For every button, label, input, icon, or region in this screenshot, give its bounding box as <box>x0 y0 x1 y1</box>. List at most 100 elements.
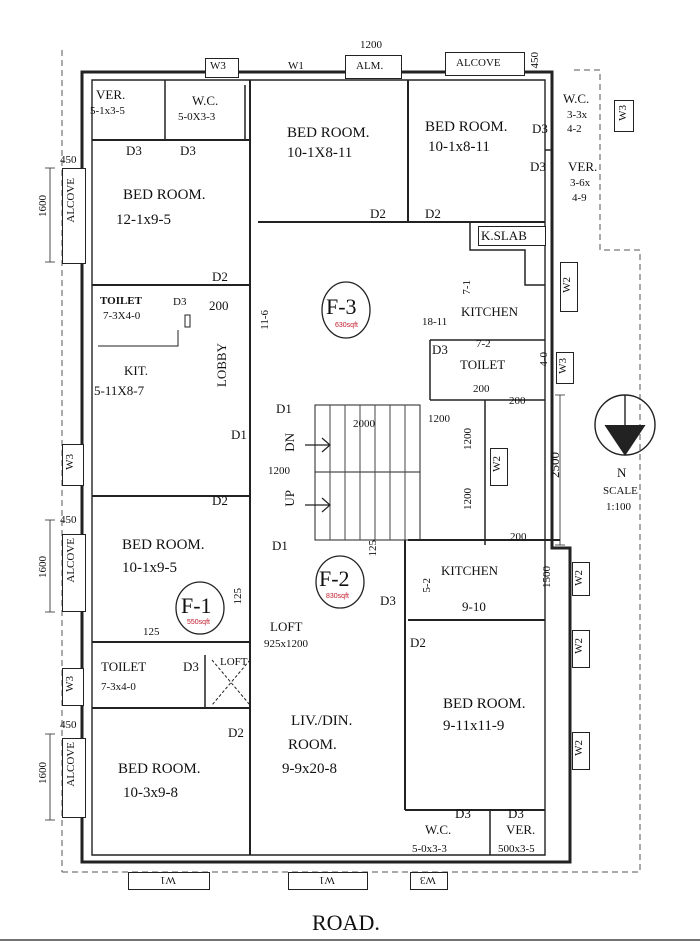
flat-f1-id: F-1 <box>181 593 212 618</box>
dim-125-b: 125 <box>143 626 160 638</box>
dim-2000: 2000 <box>353 418 375 430</box>
toilet-left-lower-name: TOILET <box>101 659 147 674</box>
wall-g <box>92 495 250 709</box>
window-w2-f3-label: W2 <box>561 277 573 293</box>
dim-1600-left-1: 1600 <box>37 195 49 217</box>
alcove-left-upper-label: ALCOVE <box>65 178 77 223</box>
alcove-left-mid-label: ALCOVE <box>65 538 77 583</box>
kitchen-f2-size2: 5-2 <box>421 578 433 593</box>
wall-e <box>545 80 553 222</box>
north-letter: N <box>617 465 627 480</box>
kitchen-f2-size: 9-10 <box>462 599 486 614</box>
wc-top-right-name: W.C. <box>563 91 590 106</box>
bed-left-lower-size: 10-3x9-8 <box>123 785 178 801</box>
door-d3-j: D3 <box>508 806 524 821</box>
door-d1-b: D1 <box>231 427 247 442</box>
bed-top-right-size: 10-1x8-11 <box>428 139 490 155</box>
kslab-box <box>478 226 546 246</box>
liv-din-name: LIV./DIN. <box>291 713 353 729</box>
dim-1500: 1500 <box>541 566 553 588</box>
toilet-f3-size: 7-2 <box>476 338 491 350</box>
window-w1-bottom-b-label: W1 <box>319 874 335 886</box>
window-w2-f3-box <box>560 262 578 312</box>
door-d3-i: D3 <box>455 806 471 821</box>
lobby-label: LOBBY <box>214 343 229 388</box>
kitchen-f3-size: 18-11 <box>422 316 448 328</box>
dim-450-left-3: 450 <box>60 719 77 731</box>
door-d3-h: D3 <box>183 659 199 674</box>
dim-line-right <box>555 394 565 546</box>
dim-125-a: 125 <box>232 588 244 605</box>
kitchen-f3-name: KITCHEN <box>461 304 519 319</box>
door-d3-g: D3 <box>380 593 396 608</box>
alcove-left-upper-box <box>62 168 86 264</box>
ver-top-right-size2: 4-9 <box>572 192 587 204</box>
kitchen-f2-name: KITCHEN <box>441 563 499 578</box>
toilet-left-lower-size: 7-3x4-0 <box>101 681 136 693</box>
north-arrow-head <box>604 424 646 456</box>
window-w2-kitchen-label: W2 <box>573 570 585 586</box>
flat-f2-area: 830sqft <box>326 593 349 600</box>
toilet-left-upper-name: TOILET <box>100 295 142 307</box>
stair-down-label: DN <box>282 433 297 452</box>
window-w3-right-box <box>614 100 634 132</box>
window-w2-bed-b-box <box>572 732 590 770</box>
window-w1-bottom-b-box <box>288 872 368 890</box>
wc-bottom-name: W.C. <box>425 822 452 837</box>
ver-top-left-size: 5-1x3-5 <box>90 105 125 117</box>
window-w2-kitchen-box <box>572 562 590 596</box>
dim-450-left-2: 450 <box>60 514 77 526</box>
stair-treads <box>329 405 406 540</box>
door-d3-e: D3 <box>173 296 187 308</box>
dim-1600-left-2: 1600 <box>37 556 49 578</box>
toilet-fixture <box>98 314 191 347</box>
dim-line-left-1 <box>45 167 55 263</box>
outer-wall <box>80 70 572 864</box>
dim-11-6: 11-6 <box>259 310 271 330</box>
liv-din-size: 9-9x20-8 <box>282 761 337 777</box>
almirah-label: ALM. <box>356 60 384 72</box>
dim-200-c: 200 <box>509 395 526 407</box>
dim-1200-a: 1200 <box>428 413 450 425</box>
toilet-f3-size2: 4-0 <box>538 352 550 367</box>
scale-value: 1:100 <box>606 501 632 513</box>
loft-small-label: LOFT <box>220 656 248 668</box>
window-w1-bottom-a-label: W1 <box>160 874 176 886</box>
wall-d <box>258 80 545 223</box>
dim-450-top: 450 <box>529 52 541 69</box>
window-w3-left-label: W3 <box>64 454 76 470</box>
ver-bottom-size: 500x3-5 <box>498 843 535 855</box>
ver-top-right-name: VER. <box>568 159 598 174</box>
wall-i <box>404 540 545 811</box>
toilet-f3-name: TOILET <box>460 357 506 372</box>
wc-bottom-size: 5-0x3-3 <box>412 843 447 855</box>
flat-f1-area: 550sqft <box>187 619 210 626</box>
wall-h <box>408 539 560 621</box>
dim-200-d: 200 <box>510 531 527 543</box>
window-w3-top-label: W3 <box>210 60 226 72</box>
kslab-label: K.SLAB <box>481 228 527 243</box>
flat-f3-area: 630sqft <box>335 322 358 329</box>
bed-left-lower-name: BED ROOM. <box>118 761 201 777</box>
door-d2-b: D2 <box>425 206 441 221</box>
kit-left-size: 5-11X8-7 <box>94 383 145 398</box>
window-w3-top <box>205 58 239 78</box>
flat-f2-id: F-2 <box>319 566 350 591</box>
flat-f2-circle <box>315 555 365 609</box>
wc-top-left-size: 5-0X3-3 <box>178 111 216 123</box>
window-w2-stair-box <box>490 448 508 486</box>
window-w2-stair-label: W2 <box>491 456 503 472</box>
door-d1-a: D1 <box>276 401 292 416</box>
door-d2-c: D2 <box>212 269 228 284</box>
ver-bottom-name: VER. <box>506 822 536 837</box>
window-w3-right-label: W3 <box>617 105 629 121</box>
dim-200-b: 200 <box>473 383 490 395</box>
dim-450-left-1: 450 <box>60 154 77 166</box>
bed-right-lower-size: 9-11x11-9 <box>443 718 505 734</box>
window-w2-bed-b-label: W2 <box>573 740 585 756</box>
kit-left-name: KIT. <box>124 363 148 378</box>
stair-arrows <box>305 437 331 513</box>
dim-line-left-2 <box>45 519 55 613</box>
window-w1-bottom-a-box <box>128 872 210 890</box>
door-d3-b: D3 <box>180 143 196 158</box>
